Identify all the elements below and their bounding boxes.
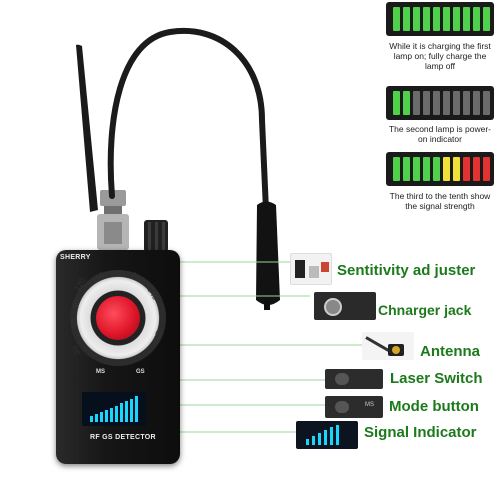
dial-number: 180 — [111, 270, 125, 279]
probe-cable — [107, 27, 269, 213]
led-segment — [403, 91, 410, 115]
dial-number: 60 — [69, 318, 79, 327]
indicator-caption: While it is charging the first lamp on; … — [389, 41, 491, 71]
indicator-bar-power — [386, 86, 494, 120]
gs-label: GS — [136, 369, 145, 375]
indicator-bar-charging — [386, 2, 494, 36]
led-segment — [423, 7, 430, 31]
led-segment — [413, 157, 420, 181]
feature-label-antenna: Antenna — [420, 343, 480, 360]
laser-lens — [96, 296, 140, 340]
indicator-bar-signal — [386, 152, 494, 186]
led-segment — [453, 157, 460, 181]
charger-jack-icon — [314, 292, 376, 320]
led-segment — [393, 7, 400, 31]
led-segment — [453, 91, 460, 115]
knob-icon — [290, 253, 332, 285]
led-segment — [433, 7, 440, 31]
laser-switch-icon — [325, 369, 383, 389]
led-segment — [403, 7, 410, 31]
indicator-caption: The third to the tenth show the signal s… — [389, 191, 491, 211]
antenna-icon — [362, 332, 414, 360]
feature-label-signal: Signal Indicator — [364, 424, 477, 441]
signal-screen — [82, 392, 146, 426]
led-segment — [463, 7, 470, 31]
led-segment — [413, 91, 420, 115]
led-segment — [443, 7, 450, 31]
ms-label: MS — [96, 369, 105, 375]
antenna-rod — [76, 44, 98, 212]
led-segment — [463, 157, 470, 181]
feature-label-sensitivity: Sentitivity ad juster — [337, 262, 476, 279]
led-segment — [393, 91, 400, 115]
signal-indicator-icon — [296, 421, 358, 449]
probe-handle — [256, 201, 280, 305]
led-segment — [483, 157, 490, 181]
indicator-caption: The second lamp is power-on indicator — [388, 124, 492, 144]
led-segment — [393, 157, 400, 181]
led-segment — [413, 7, 420, 31]
feature-label-mode: Mode button — [389, 398, 479, 415]
led-segment — [473, 157, 480, 181]
brand-label: SHERRY — [60, 254, 91, 261]
led-segment — [483, 7, 490, 31]
led-segment — [473, 91, 480, 115]
led-segment — [433, 157, 440, 181]
device-model-label: RF GS DETECTOR — [90, 434, 156, 441]
feature-label-charger: Chnarger jack — [378, 302, 472, 318]
mode-button-icon: MS — [325, 396, 383, 418]
feature-label-laser: Laser Switch — [390, 370, 483, 387]
led-segment — [423, 157, 430, 181]
led-segment — [453, 7, 460, 31]
led-segment — [403, 157, 410, 181]
led-segment — [443, 91, 450, 115]
led-segment — [483, 91, 490, 115]
led-segment — [433, 91, 440, 115]
led-segment — [463, 91, 470, 115]
led-segment — [443, 157, 450, 181]
led-segment — [423, 91, 430, 115]
led-segment — [473, 7, 480, 31]
